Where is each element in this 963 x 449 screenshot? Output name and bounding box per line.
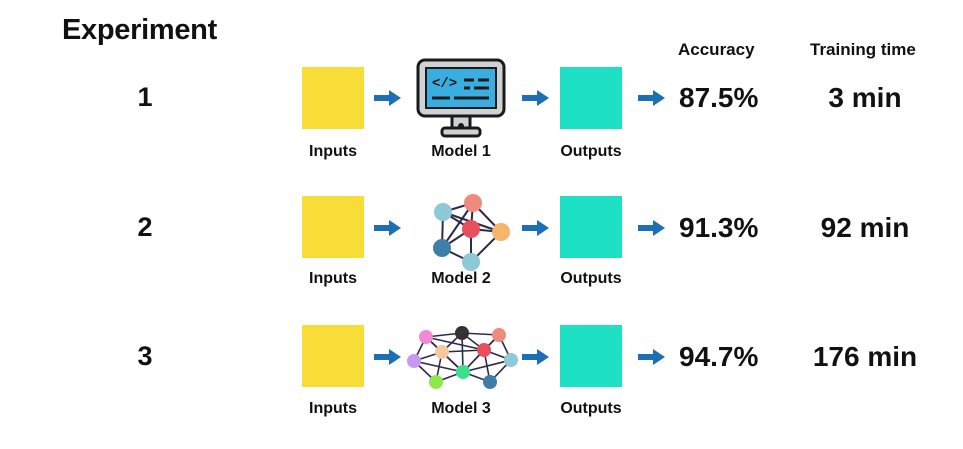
inputs-label: Inputs — [309, 400, 357, 417]
arrow-right-icon — [374, 349, 401, 365]
inputs-label: Inputs — [309, 143, 357, 160]
model-label: Model 1 — [431, 143, 491, 160]
outputs-box — [560, 325, 622, 387]
svg-text:</>: </> — [432, 76, 457, 92]
training-time-value: 3 min — [828, 82, 902, 113]
large-neural-network-icon — [407, 326, 518, 389]
model-label: Model 2 — [431, 270, 491, 287]
experiment-number: 3 — [137, 341, 153, 371]
arrow-right-icon — [522, 90, 549, 106]
model-label: Model 3 — [431, 400, 491, 417]
outputs-label: Outputs — [560, 270, 622, 287]
arrow-right-icon — [374, 90, 401, 106]
inputs-box — [302, 196, 364, 258]
experiment-number: 2 — [137, 212, 153, 242]
page-title: Experiment — [62, 14, 217, 46]
accuracy-value: 87.5% — [679, 82, 759, 113]
outputs-label: Outputs — [560, 143, 622, 160]
small-neural-network-icon — [433, 194, 510, 271]
arrow-right-icon — [522, 349, 549, 365]
arrow-right-icon — [522, 220, 549, 236]
arrow-right-icon — [638, 90, 665, 106]
outputs-box — [560, 67, 622, 129]
experiment-number: 1 — [137, 82, 153, 112]
inputs-box — [302, 325, 364, 387]
inputs-box — [302, 67, 364, 129]
computer-monitor-code-icon: </> — [416, 58, 506, 138]
accuracy-column-header: Accuracy — [678, 40, 755, 59]
arrow-right-icon — [638, 220, 665, 236]
training-time-value: 176 min — [812, 341, 918, 372]
inputs-label: Inputs — [309, 270, 357, 287]
accuracy-value: 94.7% — [679, 341, 759, 372]
training-time-column-header: Training time — [810, 40, 916, 59]
outputs-box — [560, 196, 622, 258]
arrow-right-icon — [638, 349, 665, 365]
training-time-value: 92 min — [820, 212, 910, 243]
accuracy-value: 91.3% — [679, 212, 759, 243]
outputs-label: Outputs — [560, 400, 622, 417]
arrow-right-icon — [374, 220, 401, 236]
